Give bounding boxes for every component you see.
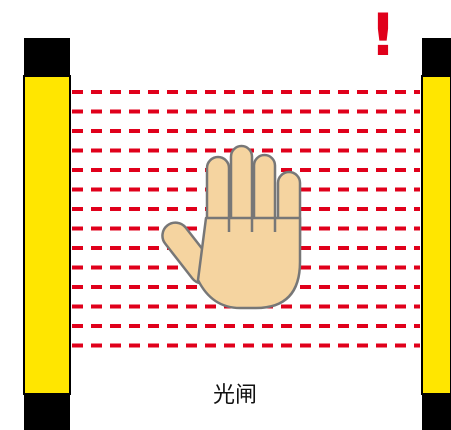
right-post-bottom-cap bbox=[422, 394, 451, 430]
hand-palm bbox=[198, 218, 300, 308]
right-post-body bbox=[422, 76, 451, 394]
caption-label: 光闸 bbox=[195, 377, 275, 409]
left-post-bottom-cap bbox=[24, 394, 70, 430]
light-curtain-emitter-icon bbox=[24, 38, 70, 430]
raised-hand-icon bbox=[157, 146, 300, 308]
light-curtain-receiver-icon bbox=[422, 38, 451, 430]
left-post-top-cap bbox=[24, 38, 70, 76]
exclamation-icon: ! bbox=[370, 1, 396, 69]
left-post-body bbox=[24, 76, 70, 394]
right-post-top-cap bbox=[422, 38, 451, 76]
